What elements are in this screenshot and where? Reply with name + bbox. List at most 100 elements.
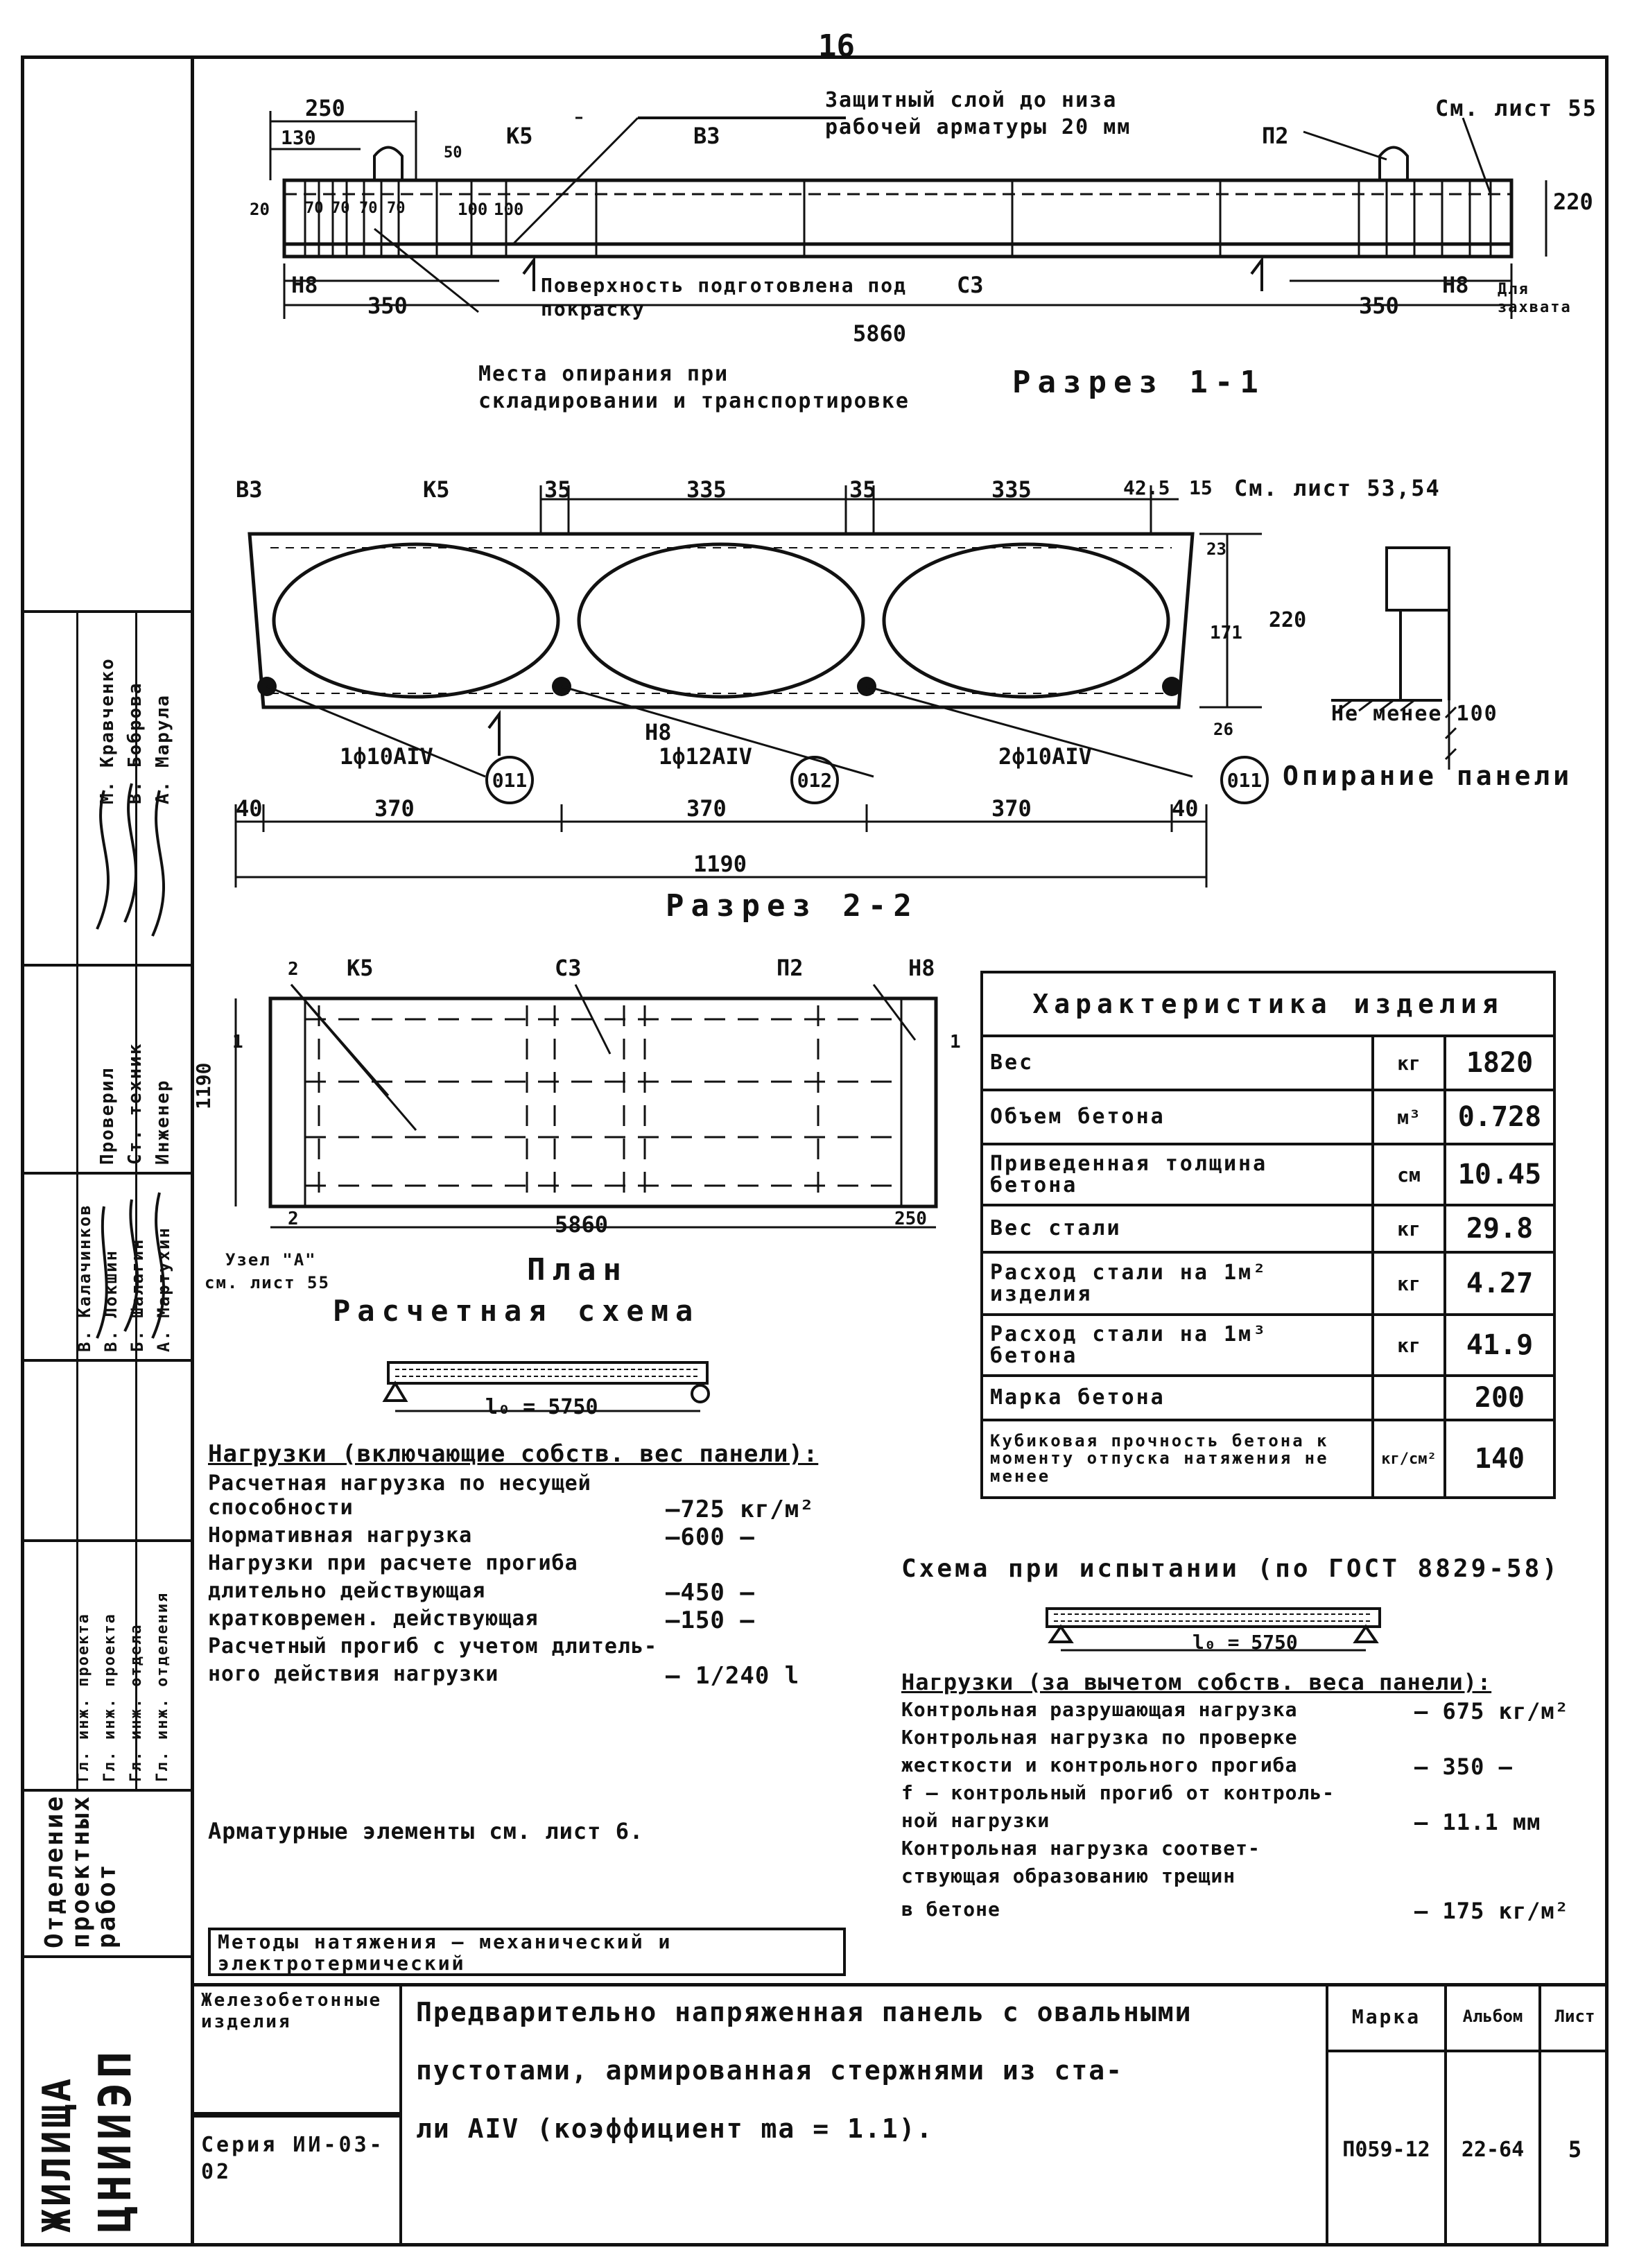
char-name: Вес (980, 1035, 1374, 1091)
calc-load-value: – 1/240 l (666, 1662, 800, 1690)
sec2-dim-35-a: 35 (544, 476, 571, 503)
table-row: Вес стали кг 29.8 (980, 1204, 1556, 1254)
sec2-dim-370-c: 370 (991, 795, 1032, 822)
calc-load-label: Нагрузки при расчете прогиба (208, 1551, 578, 1575)
org-name-1: ЦНИИЭП (90, 2047, 141, 2233)
sec2-dim-335-a: 335 (686, 476, 727, 503)
char-name: Приведенная толщина бетона (980, 1143, 1374, 1206)
test-load-label: Контрольная нагрузка соответ- (901, 1837, 1260, 1860)
cover-callout: Защитный слой до низа рабочей арматуры 2… (825, 88, 1132, 139)
page-number: 16 (818, 28, 855, 64)
dim-130: 130 (281, 126, 316, 149)
test-load-label: ной нагрузки (901, 1809, 1050, 1832)
char-name: Расход стали на 1м² изделия (980, 1251, 1374, 1316)
grip-callout: Для захвата (1498, 281, 1572, 317)
sec2-dim-40-b: 40 (1172, 795, 1199, 822)
calc-load-value: –725 кг/м² (666, 1496, 815, 1523)
strip-role: Гл. инж. отдела (128, 1623, 145, 1782)
char-unit: см (1371, 1143, 1446, 1206)
char-name: Вес стали (980, 1204, 1374, 1254)
char-value: 29.8 (1443, 1204, 1556, 1254)
mark-s3: С3 (957, 272, 984, 298)
plan-dim-1190: 1190 (192, 1062, 215, 1109)
section-1-1-drawing (269, 111, 1547, 319)
support-title: Опирание панели (1283, 761, 1573, 791)
plan-mark-s3: С3 (555, 955, 582, 981)
calc-load-label: Расчетная нагрузка по несущей (208, 1471, 591, 1496)
sec2-dim-171: 171 (1210, 623, 1242, 643)
dim-5860: 5860 (853, 320, 907, 347)
strip-divider (21, 1539, 194, 1542)
series-value: Серия ИИ-03-02 (201, 2133, 385, 2184)
char-value: 4.27 (1443, 1251, 1556, 1316)
mark-n8-right: Н8 (1442, 272, 1469, 298)
test-load-value: – 675 кг/м² (1414, 1698, 1569, 1724)
mark-value-cell: П059-12 (1326, 2050, 1447, 2247)
signature-scribbles (96, 783, 166, 1339)
series-cell-top: Железобетонные изделия (194, 1983, 402, 2115)
dim-350-left: 350 (367, 293, 408, 319)
series-cell-bottom: Серия ИИ-03-02 (194, 2115, 402, 2247)
sec2-mark-v3: В3 (236, 476, 263, 503)
char-unit: кг (1371, 1251, 1446, 1316)
calc-load-label: ного действия нагрузки (208, 1662, 499, 1686)
plan-dim-5860: 5860 (555, 1211, 609, 1238)
plan-mark-p2: П2 (777, 955, 804, 981)
dim-100-a: 100 (458, 200, 488, 219)
char-value: 41.9 (1443, 1313, 1556, 1377)
calc-load-label: длительно действующая (208, 1579, 486, 1603)
surface-callout: Поверхность подготовлена под покраску (541, 274, 908, 320)
sec2-dim-1190: 1190 (693, 851, 747, 877)
strip-divider (21, 610, 194, 613)
test-load-label: Контрольная разрушающая нагрузка (901, 1698, 1298, 1721)
calc-title: Расчетная схема (333, 1294, 700, 1328)
test-load-value: – 350 – (1414, 1754, 1513, 1780)
test-beam-icon (1046, 1607, 1381, 1652)
section-2-2-title: Разрез 2-2 (666, 888, 919, 924)
mark-header-cell: Марка (1326, 1983, 1447, 2052)
test-span: l₀ = 5750 (1193, 1631, 1298, 1654)
char-name: Марка бетона (980, 1374, 1374, 1421)
table-row: Расход стали на 1м² изделия кг 4.27 (980, 1251, 1556, 1316)
plan-mark-2-top: 2 (288, 959, 299, 980)
sec2-dim-15: 15 (1189, 476, 1213, 499)
char-value: 0.728 (1443, 1089, 1556, 1145)
strip-role: Гл. инж. проекта (75, 1613, 92, 1782)
section-2-2-drawing (234, 485, 1457, 888)
calc-load-label: Нормативная нагрузка (208, 1523, 473, 1548)
methods-text: Методы натяжения – механический и электр… (218, 1930, 673, 1975)
calc-load-value: –600 – (666, 1523, 755, 1551)
sec2-dim-23: 23 (1206, 539, 1226, 559)
node-a-label: Узел "А" (225, 1250, 317, 1270)
sec2-see-sheet: См. лист 53,54 (1234, 475, 1441, 501)
char-name: Кубиковая прочность бетона к моменту отп… (980, 1419, 1374, 1499)
ref-circle-011-b: 011 (1220, 756, 1269, 804)
test-load-label: жесткости и контрольного прогиба (901, 1754, 1298, 1776)
table-row: Кубиковая прочность бетона к моменту отп… (980, 1419, 1556, 1499)
mark-v3: В3 (693, 123, 720, 149)
char-unit: кг (1371, 1313, 1446, 1377)
mark-k5: К5 (506, 123, 533, 149)
strip-role: Гл. инж. проекта (101, 1613, 119, 1782)
calc-beam-icon (382, 1361, 710, 1412)
dim-70-c: 70 (359, 200, 378, 217)
test-loads-header: Нагрузки (за вычетом собств. веса панели… (901, 1669, 1492, 1695)
plan-mark-k5: К5 (347, 955, 374, 981)
plan-drawing (234, 984, 938, 1229)
dim-70-d: 70 (387, 200, 406, 217)
dim-250: 250 (305, 95, 345, 121)
album-value: 22-64 (1461, 2137, 1525, 2162)
plan-title: План (527, 1252, 628, 1288)
sec2-dim-26: 26 (1213, 720, 1233, 739)
sec2-mark-n8: Н8 (645, 719, 672, 745)
test-load-label: Контрольная нагрузка по проверке (901, 1726, 1298, 1749)
char-unit: кг (1371, 1204, 1446, 1254)
test-load-label: ствующая образованию трещин (901, 1864, 1236, 1887)
rebar-mid: 1ф12АIV (659, 743, 752, 770)
series-label: Железобетонные изделия (201, 1990, 383, 2033)
mark-p2: П2 (1262, 123, 1289, 149)
table-row: Расход стали на 1м³ бетона кг 41.9 (980, 1313, 1556, 1377)
sheet-header-cell: Лист (1538, 1983, 1609, 2052)
calc-span: l₀ = 5750 (485, 1395, 598, 1419)
description-cell: Предварительно напряженная панель с овал… (399, 1983, 1328, 2247)
